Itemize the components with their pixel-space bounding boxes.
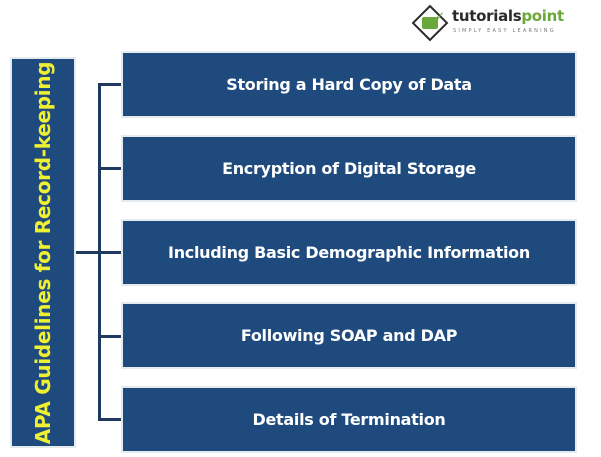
logo-brand-text: tutorialspoint (452, 7, 564, 25)
root-connector (76, 251, 99, 254)
branch-connector-4 (98, 335, 123, 338)
branch-connector-1 (98, 83, 123, 86)
book-icon (422, 17, 438, 29)
item-node-3: Including Basic Demographic Information (121, 219, 577, 286)
root-node: APA Guidelines for Record-keeping (10, 57, 76, 448)
item-label: Storing a Hard Copy of Data (226, 75, 472, 94)
logo-tagline: SIMPLY EASY LEARNING (453, 28, 556, 34)
item-label: Encryption of Digital Storage (222, 159, 476, 178)
branch-connector-2 (98, 167, 123, 170)
check-icon: ✓ (435, 9, 446, 23)
branch-connector-5 (98, 418, 123, 421)
item-label: Details of Termination (252, 410, 446, 429)
item-node-1: Storing a Hard Copy of Data (121, 51, 577, 118)
item-node-5: Details of Termination (121, 386, 577, 453)
tutorialspoint-logo: ✓ tutorialspoint SIMPLY EASY LEARNING (411, 4, 564, 42)
branch-connector-3 (98, 251, 123, 254)
root-label: APA Guidelines for Record-keeping (31, 61, 55, 444)
item-label: Including Basic Demographic Information (168, 243, 530, 262)
item-node-4: Following SOAP and DAP (121, 302, 577, 369)
item-label: Following SOAP and DAP (240, 326, 458, 345)
item-node-2: Encryption of Digital Storage (121, 135, 577, 202)
